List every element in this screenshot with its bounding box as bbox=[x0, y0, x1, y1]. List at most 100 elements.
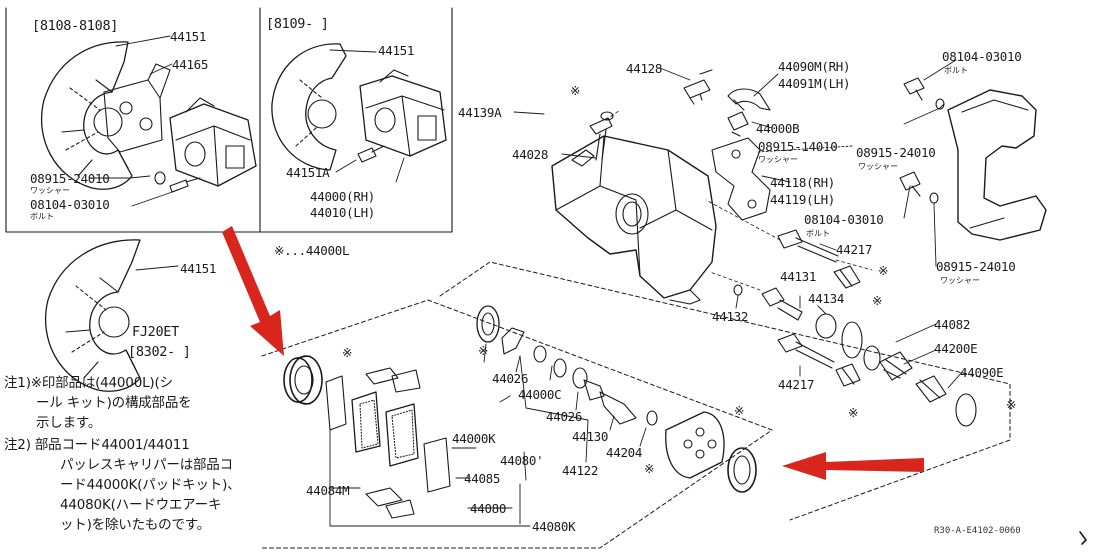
label-bolt-mid: ボルト bbox=[806, 229, 830, 238]
kit-mark: ※ bbox=[342, 345, 353, 360]
label-44134: 44134 bbox=[808, 291, 845, 306]
label-44151A: 44151A bbox=[286, 165, 330, 180]
brake-pads bbox=[351, 391, 419, 467]
left-inset-leaders bbox=[89, 35, 179, 207]
label-44122: 44122 bbox=[562, 463, 599, 478]
label-washer-bot: ワッシャー bbox=[940, 276, 980, 285]
label-44080: 44080 bbox=[470, 501, 507, 516]
adjuster-spindle bbox=[501, 327, 658, 426]
label-44130: 44130 bbox=[572, 429, 609, 444]
left-inset-washer-bolt bbox=[154, 171, 201, 193]
label-44131: 44131 bbox=[780, 269, 817, 284]
piston-assembly bbox=[665, 411, 757, 493]
seal-kit-dashed-outline bbox=[261, 261, 1011, 549]
label-44084m: 44084M bbox=[306, 483, 350, 498]
main-leaders bbox=[329, 59, 963, 527]
anti-rattle-spring bbox=[727, 88, 771, 111]
kit-mark: ※ bbox=[848, 405, 859, 420]
note-2-line-3: ード44000K(パッドキット)、 bbox=[60, 477, 241, 493]
red-arrow-left bbox=[782, 452, 924, 480]
bracket-bolts bbox=[899, 77, 945, 204]
label-44026-b: 44026 bbox=[546, 409, 583, 424]
label-08915-24010-bot: 08915-24010 bbox=[936, 259, 1016, 274]
label-44000k: 44000K bbox=[452, 431, 496, 446]
right-inset-backing-plate bbox=[271, 43, 347, 171]
bleeder-screw bbox=[589, 111, 614, 161]
sleeve-bushing bbox=[727, 111, 749, 137]
label-08915-24010-top: 08915-24010 bbox=[856, 145, 936, 160]
kit-mark: ※ bbox=[872, 293, 883, 308]
label-44151-left: 44151 bbox=[170, 29, 207, 44]
right-inset-leaders bbox=[329, 49, 405, 183]
label-44200e: 44200E bbox=[934, 341, 978, 356]
right-inset-bolt bbox=[357, 145, 385, 163]
assembly-axis-lines bbox=[605, 109, 873, 291]
label-08104-03010-mid: 08104-03010 bbox=[804, 212, 884, 227]
kit-mark: ※ bbox=[478, 343, 489, 358]
note-1-line-1: 注1)※印部品は(44000L)(シ bbox=[4, 375, 173, 391]
note-1-line-2: ール キット)の構成部品を bbox=[36, 395, 192, 411]
kit-mark: ※ bbox=[644, 461, 655, 476]
pin-boots bbox=[733, 265, 861, 387]
label-44217-top: 44217 bbox=[836, 242, 873, 257]
label-bolt-top: ボルト bbox=[944, 66, 968, 75]
mounting-bracket bbox=[947, 89, 1047, 241]
caliper-body bbox=[551, 135, 717, 305]
figure-reference-code: R30-A-E4102-0060 bbox=[934, 526, 1021, 536]
label-washer-left: ワッシャー bbox=[30, 186, 70, 195]
label-44118: 44118(RH) bbox=[770, 175, 836, 190]
label-44026-a: 44026 bbox=[492, 371, 529, 386]
label-44217-bot: 44217 bbox=[778, 377, 815, 392]
note-2-line-5: ット)を除いたものです。 bbox=[60, 517, 211, 533]
label-08915-14010: 08915-14010 bbox=[758, 139, 838, 154]
label-44132: 44132 bbox=[712, 309, 749, 324]
label-44080k: 44080K bbox=[532, 519, 576, 534]
label-08104-03010-left: 08104-03010 bbox=[30, 197, 110, 212]
parking-lever-bracket bbox=[711, 137, 771, 221]
note-1-line-3: 示します。 bbox=[36, 415, 102, 431]
left-inset-caliper bbox=[169, 97, 257, 187]
label-44128: 44128 bbox=[626, 61, 663, 76]
guide-pin-lower bbox=[777, 333, 835, 369]
right-seal-parts bbox=[841, 321, 977, 427]
top-inset-frame bbox=[5, 7, 453, 233]
label-44082: 44082 bbox=[934, 317, 971, 332]
label-44000-rh: 44000(RH) bbox=[310, 189, 376, 204]
label-washer-mid: ワッシャー bbox=[758, 155, 798, 164]
label-08915-24010-left: 08915-24010 bbox=[30, 171, 110, 186]
corner-mark bbox=[1079, 531, 1087, 545]
guide-pin-upper bbox=[777, 229, 839, 263]
left-inset-backing-plate bbox=[40, 41, 133, 190]
left-inset-header: [8108-8108] bbox=[32, 18, 119, 34]
label-44028: 44028 bbox=[512, 147, 549, 162]
top-pin-boot bbox=[683, 69, 713, 105]
lower-inset-range: [8302- ] bbox=[128, 344, 191, 360]
label-bolt-left: ボルト bbox=[30, 212, 54, 221]
label-44090m: 44090M(RH) bbox=[778, 59, 851, 74]
label-44091m: 44091M(LH) bbox=[778, 76, 851, 91]
kit-mark: ※ bbox=[734, 403, 745, 418]
label-44165: 44165 bbox=[172, 57, 209, 72]
dust-boot-large bbox=[283, 355, 323, 405]
label-44119: 44119(LH) bbox=[770, 192, 836, 207]
pad-shims bbox=[325, 375, 451, 493]
label-44000b: 44000B bbox=[756, 121, 800, 136]
label-44010-lh: 44010(LH) bbox=[310, 205, 376, 220]
note-2-line-1: 注2) 部品コード44001/44011 bbox=[4, 437, 190, 453]
lower-inset-model: FJ20ET bbox=[132, 324, 179, 340]
right-inset-caliper bbox=[359, 69, 447, 157]
kit-mark: ※ bbox=[1006, 397, 1017, 412]
label-44139a: 44139A bbox=[458, 105, 502, 120]
left-inset-bracket bbox=[103, 63, 171, 153]
label-44085: 44085 bbox=[464, 471, 501, 486]
label-44000c: 44000C bbox=[518, 387, 562, 402]
note-2-line-2: パッレスキャリパーは部品コ bbox=[60, 457, 233, 473]
label-44080-prime: 44080' bbox=[500, 453, 544, 468]
label-44151-right: 44151 bbox=[378, 43, 415, 58]
kit-mark: ※ bbox=[878, 263, 889, 278]
right-inset-header: [8109- ] bbox=[266, 16, 329, 32]
kit-note-44000L: ※...44000L bbox=[274, 243, 350, 258]
pad-clips bbox=[365, 367, 421, 519]
label-washer-top: ワッシャー bbox=[858, 162, 898, 171]
label-44090e: 44090E bbox=[960, 365, 1004, 380]
